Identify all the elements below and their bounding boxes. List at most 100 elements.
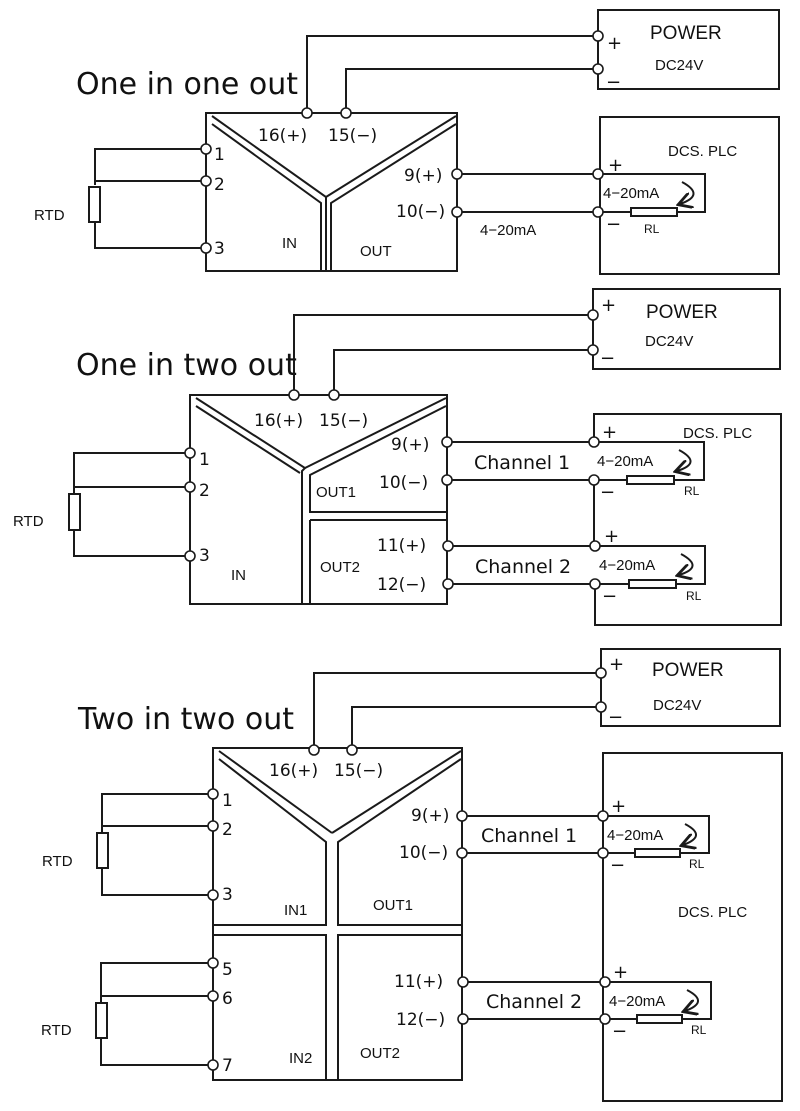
diagram-title: One in two out	[76, 348, 297, 383]
output-signal-label: 4−20mA	[480, 222, 536, 239]
input2-section-label: IN2	[289, 1050, 312, 1067]
terminal-3	[184, 550, 196, 562]
receiver-minus-sign: −	[610, 855, 625, 876]
current-arrow-icon	[685, 989, 698, 1011]
input1-section-label: IN1	[284, 902, 307, 919]
terminal-1	[200, 143, 212, 155]
power-label: POWER	[646, 302, 718, 323]
loop-current-label: 4−20mA	[597, 453, 653, 470]
power-label: POWER	[650, 23, 722, 44]
transmitter-module: 16(+) 15(−) IN1 IN2 OUT1 OUT2 9(+) 10(−)…	[212, 744, 463, 1081]
rtd-sensor-1: RTD 1 2 3	[42, 788, 233, 905]
dcs-plc-box: DCS. PLC + − 4−20mA RL + − 4−20mA RL	[597, 752, 783, 1102]
terminal	[595, 701, 607, 713]
terminal	[587, 344, 599, 356]
load-resistor-icon	[634, 848, 681, 858]
load-resistor-label: RL	[684, 484, 700, 498]
pin-label-9: 9(+)	[404, 166, 442, 186]
pin-label-2: 2	[199, 481, 210, 501]
terminal-1	[184, 447, 196, 459]
power-supply-box: POWER DC24V + −	[597, 9, 780, 93]
power-minus-sign: −	[600, 348, 615, 369]
terminal-12	[457, 1013, 469, 1025]
power-minus-sign: −	[608, 707, 623, 728]
receiver-plus-sign: +	[611, 796, 626, 817]
terminal	[592, 168, 604, 180]
pin-label-positive-supply: 16(+)	[269, 761, 318, 781]
wire-supply-negative	[351, 706, 601, 750]
terminal	[595, 667, 607, 679]
receiver-minus-sign: −	[602, 586, 617, 607]
wire-supply-negative	[345, 68, 598, 113]
load-resistor-icon	[636, 1014, 683, 1024]
dcs-plc-box: DCS. PLC + − 4−20mA RL + − 4−20mA RL	[588, 413, 782, 626]
rtd-resistor-icon	[88, 186, 101, 223]
pin-label-12: 12(−)	[396, 1010, 445, 1030]
terminal-2	[184, 481, 196, 493]
output1-section-label: OUT1	[316, 484, 356, 501]
pin-label-9: 9(+)	[411, 806, 449, 826]
current-arrow-icon	[680, 181, 695, 204]
wire-supply-positive	[293, 314, 593, 395]
power-supply-box: POWER DC24V + −	[592, 288, 781, 370]
rtd-sensor: RTD 1 2 3	[34, 143, 225, 259]
dcs-plc-label: DCS. PLC	[668, 143, 737, 160]
pin-label-1: 1	[199, 450, 210, 470]
loop-current-label: 4−20mA	[607, 827, 663, 844]
terminal	[597, 847, 609, 859]
loop-current-label: 4−20mA	[603, 185, 659, 202]
terminal	[592, 206, 604, 218]
terminal-9	[451, 168, 463, 180]
wire-supply-negative	[333, 349, 593, 395]
diagram-one-in-one-out: One in one out POWER DC24V + − 16(+) 15(…	[34, 9, 780, 275]
pin-label-2: 2	[214, 175, 225, 195]
pin-label-12: 12(−)	[377, 575, 426, 595]
load-resistor-icon	[628, 579, 677, 589]
terminal-15	[346, 744, 358, 756]
power-supply-box: POWER DC24V + −	[600, 648, 781, 728]
pin-label-3: 3	[222, 885, 233, 905]
load-resistor-label: RL	[644, 222, 660, 236]
pin-label-negative-supply: 15(−)	[319, 411, 368, 431]
terminal-10	[456, 847, 468, 859]
pin-label-10: 10(−)	[379, 473, 428, 493]
current-arrow-icon	[679, 553, 694, 575]
terminal-15	[340, 107, 352, 119]
current-arrow-icon	[677, 449, 692, 471]
receiver-plus-sign: +	[604, 526, 619, 547]
receiver-minus-sign: −	[606, 214, 621, 235]
loop-current-label: 4−20mA	[599, 557, 655, 574]
power-minus-sign: −	[606, 72, 621, 93]
load-resistor-label: RL	[691, 1023, 707, 1037]
pin-label-10: 10(−)	[399, 843, 448, 863]
pin-label-positive-supply: 16(+)	[254, 411, 303, 431]
dcs-plc-label: DCS. PLC	[678, 904, 747, 921]
rtd-label: RTD	[41, 1022, 72, 1039]
channel1-label: Channel 1	[481, 825, 577, 847]
input-section-label: IN	[231, 567, 246, 584]
terminal-9	[456, 810, 468, 822]
pin-label-11: 11(+)	[394, 972, 443, 992]
receiver-plus-sign: +	[608, 155, 623, 176]
load-resistor-icon	[630, 207, 678, 217]
pin-label-11: 11(+)	[377, 536, 426, 556]
receiver-plus-sign: +	[602, 422, 617, 443]
diagram-title: Two in two out	[77, 702, 294, 737]
power-voltage: DC24V	[645, 333, 693, 350]
terminal	[588, 436, 600, 448]
output-section-label: OUT	[360, 243, 392, 260]
terminal-11	[442, 540, 454, 552]
output1-section-label: OUT1	[373, 897, 413, 914]
terminal-2	[200, 175, 212, 187]
channel2-label: Channel 2	[475, 556, 571, 578]
terminal-10	[451, 206, 463, 218]
pin-label-1: 1	[214, 145, 225, 165]
pin-label-6: 6	[222, 989, 233, 1009]
terminal	[592, 63, 604, 75]
terminal-11	[457, 976, 469, 988]
wire-supply-positive	[306, 35, 598, 113]
power-label: POWER	[652, 660, 724, 681]
pin-label-3: 3	[214, 239, 225, 259]
terminal	[599, 1013, 611, 1025]
